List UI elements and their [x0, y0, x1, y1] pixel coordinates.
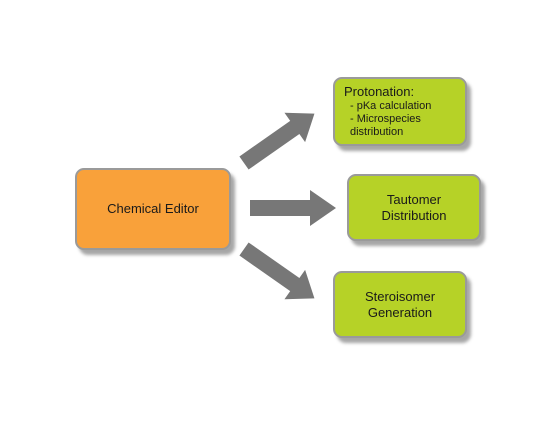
- arrow-shape-stereoisomer: [239, 242, 315, 300]
- chemical-editor-node: Chemical Editor: [75, 168, 231, 250]
- protonation-item-pka: - pKa calculation: [350, 100, 432, 112]
- steroisomer-generation-label: Steroisomer Generation: [364, 288, 436, 320]
- chemical-editor-label: Chemical Editor: [107, 201, 199, 216]
- arrow-shape-tautomer: [250, 190, 336, 226]
- tautomer-distribution-node: Tautomer Distribution: [347, 174, 481, 241]
- arrow-to-stereoisomer: [239, 242, 315, 300]
- tautomer-distribution-label: Tautomer Distribution: [381, 191, 447, 223]
- protonation-list: - pKa calculation - Microspecies distrib…: [344, 100, 465, 139]
- steroisomer-generation-node: Steroisomer Generation: [333, 271, 467, 338]
- arrow-to-tautomer: [250, 190, 336, 226]
- protonation-node: Protonation: - pKa calculation - Microsp…: [333, 77, 467, 146]
- protonation-item-microspecies: - Microspecies distribution: [350, 113, 421, 138]
- arrow-shape-protonation: [239, 112, 315, 170]
- arrow-to-protonation: [239, 112, 315, 170]
- protonation-title: Protonation:: [344, 84, 415, 99]
